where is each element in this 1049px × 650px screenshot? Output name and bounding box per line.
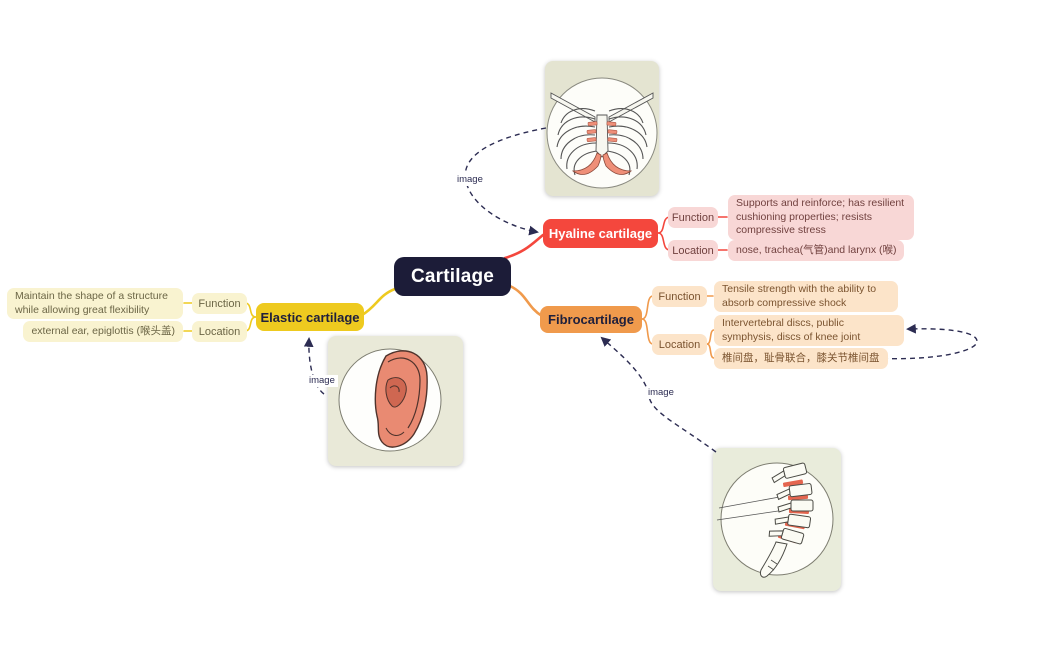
fibro-location-text-zh[interactable]: 椎间盘，耻骨联合，膝关节椎间盘 [714, 348, 888, 369]
ribcage-costal-cartilage-icon [546, 77, 658, 189]
image-link-hyaline [464, 127, 547, 236]
fibro-function-text[interactable]: Tensile strength with the ability to abs… [714, 281, 898, 312]
image-link-label-fibro: image [645, 387, 677, 399]
elastic-function-text[interactable]: Maintain the shape of a structure while … [7, 288, 183, 319]
fibro-location-text-en[interactable]: Intervertebral discs, public symphysis, … [714, 315, 904, 346]
hyaline-function-node[interactable]: Function [668, 207, 718, 228]
translation-link-arrow [855, 323, 978, 360]
image-link-elastic [303, 337, 325, 395]
hyaline-function-text[interactable]: Supports and reinforce; has resilient cu… [728, 195, 914, 240]
root-topic-cartilage[interactable]: Cartilage [394, 257, 511, 296]
image-link-label-elastic: image [306, 375, 338, 387]
elastic-location-node[interactable]: Location [192, 321, 247, 342]
elastic-image-card[interactable] [328, 336, 463, 466]
elastic-function-node[interactable]: Function [192, 293, 247, 314]
hyaline-location-node[interactable]: Location [668, 240, 718, 261]
topic-elastic-cartilage[interactable]: Elastic cartilage [256, 303, 364, 331]
image-link-label-hyaline: image [454, 174, 486, 186]
topic-fibrocartilage[interactable]: Fibrocartilage [540, 306, 642, 333]
elastic-location-text[interactable]: external ear, epiglottis (喉头盖) [23, 321, 183, 342]
external-ear-icon [338, 348, 442, 452]
fibro-location-node[interactable]: Location [652, 334, 707, 355]
topic-hyaline-cartilage[interactable]: Hyaline cartilage [543, 219, 658, 248]
fibro-function-node[interactable]: Function [652, 286, 707, 307]
fibro-image-card[interactable] [713, 448, 841, 591]
hyaline-image-card[interactable] [545, 61, 659, 196]
lumbar-spine-discs-icon [716, 462, 834, 578]
hyaline-location-text[interactable]: nose, trachea(气管)and larynx (喉) [728, 240, 905, 261]
